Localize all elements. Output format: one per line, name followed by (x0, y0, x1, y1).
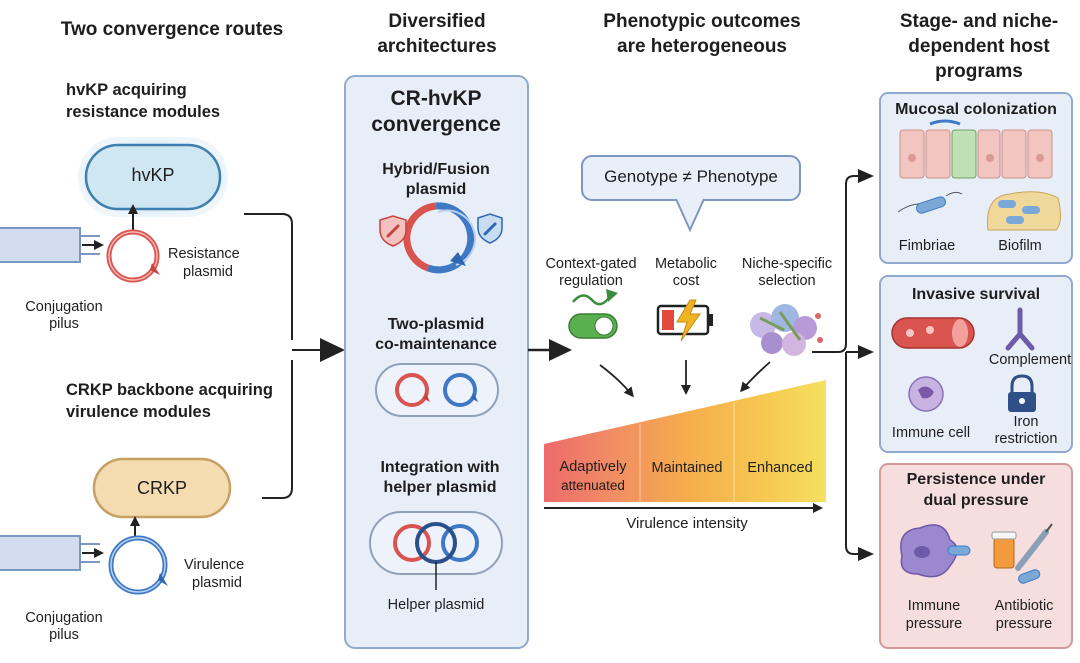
attenuated-l1: Adaptively (559, 459, 627, 475)
metabolic-l1: Metabolic (654, 256, 718, 272)
complement-icon (1005, 307, 1035, 351)
antibiotic-pressure-l2: pressure (995, 616, 1053, 632)
two-plasmid-l1: Two-plasmid (387, 316, 485, 333)
header-architectures-l1: Diversified (388, 11, 486, 32)
genotype-phenotype-text: Genotype ≠ Phenotype (604, 167, 778, 186)
two-plasmid-cell (375, 363, 499, 417)
hvkp-cell-label: hvKP (131, 165, 175, 185)
header-outcomes-l2: are heterogeneous (617, 36, 787, 57)
persistence-box (879, 463, 1073, 649)
route1-connector (244, 213, 293, 340)
resistance-plasmid-ring (106, 229, 160, 283)
antibiotic-icon (991, 523, 1053, 584)
conjugation-pilus-1 (0, 227, 104, 263)
hvkp-cell-shape (78, 137, 228, 217)
niche-cells-icon (750, 304, 823, 356)
branch-top (812, 175, 862, 353)
immune-cell-label: Immune cell (891, 425, 971, 441)
crkp-cell-shape (92, 457, 232, 519)
merge-arrowhead (320, 338, 345, 362)
complement-label: Complement (988, 352, 1072, 368)
immune-pressure-l1: Immune (907, 598, 961, 614)
fimbriae-icon (897, 191, 963, 214)
mucosal-title: Mucosal colonization (895, 101, 1057, 118)
enhanced-label: Enhanced (747, 460, 813, 476)
header-programs-l2: dependent host (908, 36, 1050, 57)
virulence-axis-label: Virulence intensity (626, 515, 748, 532)
resistance-shield-icon (379, 215, 407, 247)
pilus2-l2: pilus (49, 627, 79, 643)
persistence-title-l1: Persistence under (906, 471, 1046, 488)
resistance-plasmid-l1: Resistance (168, 246, 240, 262)
integration-l2: helper plasmid (383, 479, 497, 496)
two-plasmid-l2: co-maintenance (375, 336, 497, 353)
crkp-cell-label: CRKP (136, 478, 188, 498)
lock-icon (1008, 374, 1036, 412)
pilus2-l1: Conjugation (25, 610, 103, 626)
virulence-shield-icon (477, 213, 503, 244)
integration-l1: Integration with (380, 459, 500, 476)
header-programs-l1: Stage- and niche- (899, 11, 1059, 32)
hybrid-label-l2: plasmid (405, 181, 467, 198)
route2-connector (262, 360, 293, 499)
route1-title-l2: resistance modules (66, 103, 221, 121)
virulence-plasmid-l2: plasmid (192, 575, 242, 591)
macrophage-icon (900, 524, 971, 578)
arrow-context (599, 364, 634, 398)
arrow-to-outcomes-head (549, 339, 572, 361)
maintained-label: Maintained (651, 460, 723, 476)
header-programs-l3: programs (935, 61, 1023, 82)
persistence-title-l2: dual pressure (923, 492, 1029, 509)
biofilm-label: Biofilm (998, 238, 1042, 254)
context-gated-l1: Context-gated (545, 256, 637, 272)
epithelium-icon (899, 119, 1053, 179)
conjugation-pilus-2 (0, 535, 104, 571)
fimbriae-label: Fimbriae (898, 238, 956, 254)
attenuated-l2: attenuated (561, 478, 625, 493)
pilus1-l1: Conjugation (25, 299, 103, 315)
immune-pressure-l2: pressure (905, 616, 963, 632)
battery-icon (656, 299, 713, 342)
header-architectures-l2: architectures (377, 36, 497, 57)
hybrid-plasmid-ring (403, 202, 476, 274)
blood-vessel-icon (891, 317, 975, 349)
virulence-wedge (544, 380, 826, 502)
route1-title-l1: hvKP acquiring (66, 81, 187, 99)
helper-plasmid-label: Helper plasmid (387, 597, 485, 613)
metabolic-l2: cost (672, 273, 700, 289)
route2-title-l1: CRKP backbone acquiring (66, 381, 273, 399)
context-gated-l2: regulation (559, 273, 623, 289)
pilus1-l2: pilus (49, 316, 79, 332)
header-routes: Two convergence routes (60, 19, 284, 40)
resistance-plasmid-l2: plasmid (183, 264, 233, 280)
architecture-title-l1: CR-hvKP (390, 87, 482, 110)
hybrid-label-l1: Hybrid/Fusion (382, 161, 490, 178)
niche-l2: selection (758, 273, 816, 289)
branch-bottom (845, 352, 862, 555)
helper-plasmid-cell (369, 511, 503, 590)
niche-l1: Niche-specific (741, 256, 833, 272)
antibiotic-pressure-l1: Antibiotic (994, 598, 1054, 614)
toggle-icon (568, 289, 618, 339)
virulence-plasmid-l1: Virulence (184, 557, 245, 573)
iron-l1: Iron (1013, 414, 1039, 430)
arrow-niche (740, 361, 771, 393)
biofilm-icon (986, 191, 1062, 231)
genotype-bubble (581, 155, 801, 233)
route2-title-l2: virulence modules (66, 403, 211, 421)
iron-l2: restriction (994, 431, 1058, 447)
header-outcomes-l1: Phenotypic outcomes (603, 11, 801, 32)
architecture-title-l2: convergence (371, 113, 501, 136)
invasive-title: Invasive survival (911, 286, 1041, 303)
immune-cell-icon (908, 376, 944, 412)
virulence-plasmid-ring (108, 535, 168, 595)
